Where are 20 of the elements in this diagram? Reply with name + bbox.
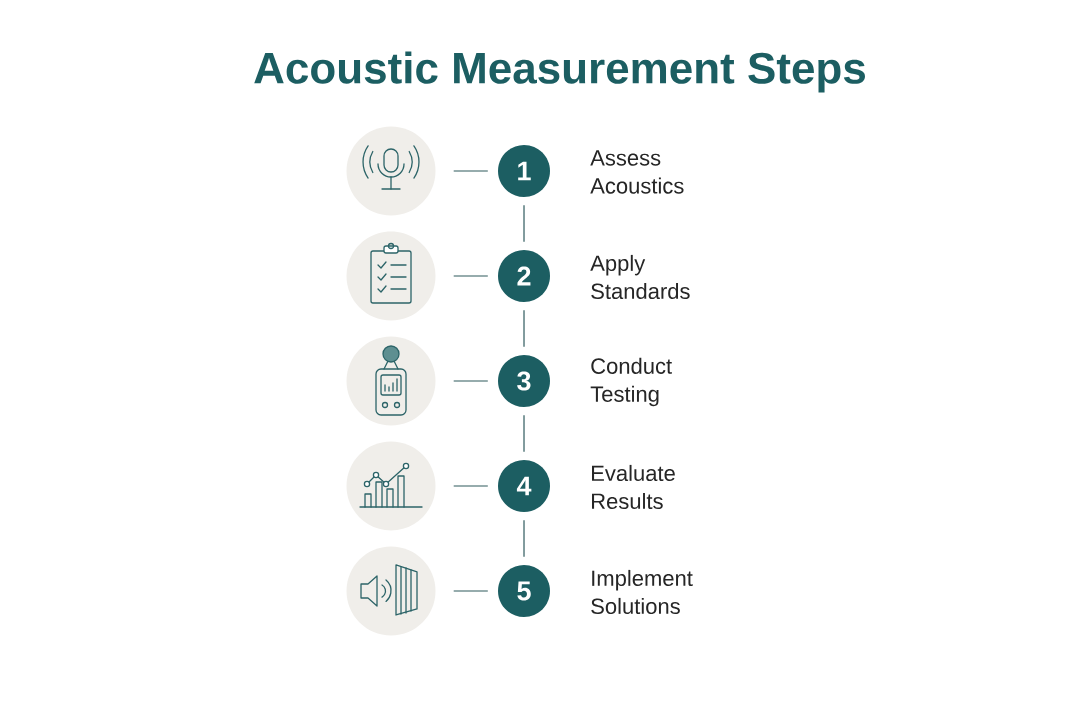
icon-circle bbox=[346, 336, 436, 426]
connector-line bbox=[453, 380, 489, 382]
icon-circle bbox=[346, 126, 436, 216]
title: Acoustic Measurement Steps bbox=[254, 51, 865, 93]
connector-line bbox=[453, 485, 489, 487]
connector-line bbox=[523, 204, 525, 243]
step-label: Conduct Testing bbox=[590, 357, 672, 407]
connector-line bbox=[523, 414, 525, 453]
step-label: Implement Solutions bbox=[591, 569, 693, 615]
icon-circle bbox=[346, 231, 436, 321]
connector-line bbox=[523, 309, 525, 348]
step-label: Assess Acoustics bbox=[590, 150, 684, 194]
step-label: Apply Standards bbox=[590, 254, 690, 300]
icon-circle bbox=[346, 441, 436, 531]
connector-line bbox=[453, 170, 489, 172]
connector-line bbox=[523, 519, 525, 558]
step-label: Evaluate Results bbox=[592, 464, 675, 510]
connector-line bbox=[453, 590, 489, 592]
icon-circle bbox=[346, 546, 436, 636]
connector-line bbox=[453, 275, 489, 277]
